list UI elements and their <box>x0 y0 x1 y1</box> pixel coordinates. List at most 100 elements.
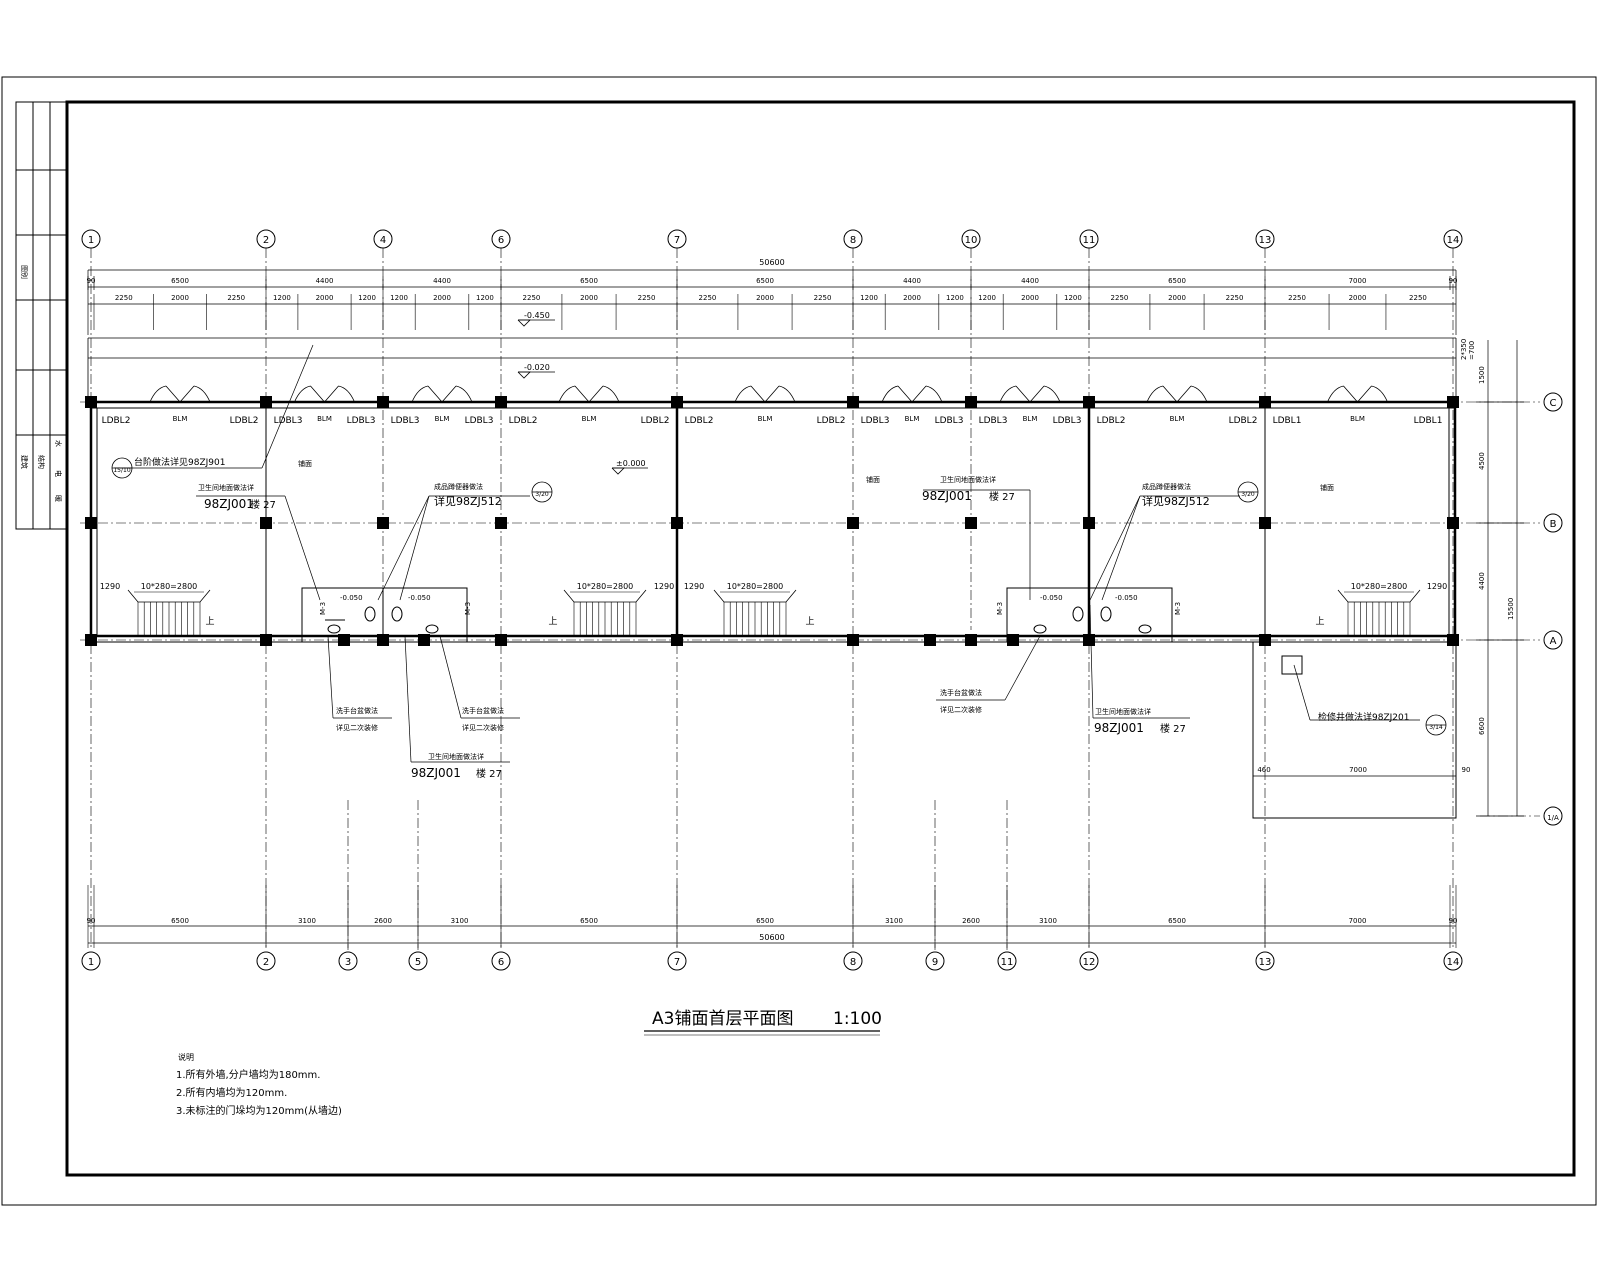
title-block-label-3: 结构 <box>37 455 46 469</box>
top-sub-dimension: 2000 <box>1349 294 1367 302</box>
top-sub-dimension: 2000 <box>580 294 598 302</box>
detail-mark-text-3: 3/20 <box>1241 491 1255 498</box>
axis-label: 1/A <box>1547 814 1559 822</box>
shaft-note: 检修井做法详98ZJ201 <box>1318 711 1409 723</box>
axis-bubble <box>256 951 276 971</box>
top-sub-dimension: 1200 <box>358 294 376 302</box>
window-label: LDBL2 <box>817 416 846 426</box>
note-2: 2.所有内墙均为120mm. <box>176 1086 287 1099</box>
axis-bubble <box>256 229 276 249</box>
top-sub-dimensions: 2250 2000 2250 1200 2000 1200 1200 2000 1200 2250… <box>93 294 1427 330</box>
top-bay-dimension: 7000 <box>1349 277 1367 285</box>
bottom-bay-dimension: 90 <box>1449 917 1458 925</box>
axis-label: 14 <box>1447 957 1460 968</box>
top-sub-dimension: 2250 <box>1226 294 1244 302</box>
stair-up-label: 上 <box>805 616 814 627</box>
axis-bubble <box>1079 951 1099 971</box>
top-sub-dimension: 2250 <box>814 294 832 302</box>
column <box>1083 396 1095 408</box>
axis-label: 1 <box>88 235 94 246</box>
top-bay-dimension: 4400 <box>316 277 334 285</box>
right-dimension-lines <box>1476 340 1524 817</box>
toilet-floor-ref-1: 98ZJ001 <box>204 497 254 511</box>
window-label: LDBL2 <box>230 416 259 426</box>
right-dim-1: 2*350 <box>1460 339 1468 360</box>
toilet-floor-ref-3b: 楼 27 <box>476 767 502 780</box>
door-label-1: M-3 <box>319 602 327 615</box>
note-3: 3.未标注的门垛均为120mm(从墙边) <box>176 1104 342 1117</box>
axis-label: 7 <box>674 235 680 246</box>
axis-label: 5 <box>415 957 421 968</box>
window-label: LDBL2 <box>1229 416 1258 426</box>
axis-bubble <box>667 951 687 971</box>
column <box>671 634 683 646</box>
window-label: LDBL2 <box>641 416 670 426</box>
window-label: LDBL3 <box>861 416 890 426</box>
axis-bubble <box>1543 806 1563 826</box>
top-sub-dimension: 1200 <box>946 294 964 302</box>
stair-dimension: 10*280=2800 <box>727 582 784 591</box>
window-label: BLM <box>317 415 332 423</box>
door-swing <box>881 385 913 403</box>
title-block-label-4: 水 <box>54 440 63 447</box>
top-sub-dimension: 2000 <box>171 294 189 302</box>
annex-dim-3: 90 <box>1462 766 1471 774</box>
drawing-title: A3铺面首层平面图 <box>652 1009 793 1029</box>
top-sub-dimension: 2250 <box>227 294 245 302</box>
top-total-dimension: 50600 <box>759 258 784 267</box>
bottom-bay-dimension: 6500 <box>580 917 598 925</box>
top-bay-dimension: 6500 <box>171 277 189 285</box>
door-label-4: M-3 <box>1174 602 1182 615</box>
axis-label: 4 <box>380 235 386 246</box>
top-sub-dimension: 1200 <box>273 294 291 302</box>
axis-bubble <box>1543 392 1563 412</box>
column <box>671 517 683 529</box>
top-sub-dimension: 1200 <box>390 294 408 302</box>
door-swing <box>1029 385 1061 403</box>
top-sub-dimension: 1200 <box>1064 294 1082 302</box>
stair-landing-dimension: 1290 <box>684 582 704 591</box>
toilet-floor-ref-2: 98ZJ001 <box>922 489 972 503</box>
right-dim-4: 4500 <box>1478 452 1486 470</box>
level-minus-0020: -0.020 <box>524 363 550 372</box>
title-block-label-5: 电 <box>54 470 63 477</box>
axis-label: 9 <box>932 957 938 968</box>
top-sub-dimension: 2250 <box>115 294 133 302</box>
top-bay-dimension: 4400 <box>903 277 921 285</box>
top-sub-dimension: 1200 <box>978 294 996 302</box>
axis-label: B <box>1550 519 1557 530</box>
axis-label: 13 <box>1259 235 1272 246</box>
column <box>418 634 430 646</box>
door-swing <box>911 385 943 403</box>
column <box>1447 517 1459 529</box>
stair-landing-dimension: 1290 <box>1427 582 1447 591</box>
window-label: LDBL2 <box>102 416 131 426</box>
axis-bubble <box>1443 229 1463 249</box>
basin-note-2: 洗手台盆做法 <box>462 706 504 715</box>
stair-landing-dimension: 1290 <box>654 582 674 591</box>
door-swing <box>1176 385 1208 403</box>
column <box>924 634 936 646</box>
top-bay-dimension: 90 <box>87 277 96 285</box>
notes-heading: 说明 <box>178 1052 194 1062</box>
door-label-2: M-3 <box>464 602 472 615</box>
note-1: 1.所有外墙,分户墙均为180mm. <box>176 1068 320 1081</box>
leader-lines <box>115 344 1420 763</box>
axis-label: 14 <box>1447 235 1460 246</box>
top-sub-dimension: 2250 <box>523 294 541 302</box>
window-label: BLM <box>435 415 450 423</box>
door-swing <box>1146 385 1178 403</box>
top-bay-dimension: 4400 <box>433 277 451 285</box>
door-swing <box>411 385 443 403</box>
toilet-floor-note-3: 卫生间地面做法详 <box>428 752 484 761</box>
column <box>260 517 272 529</box>
window-label: BLM <box>758 415 773 423</box>
column <box>965 634 977 646</box>
basin-ref-3: 详见二次装修 <box>940 705 982 714</box>
bottom-bay-dimension: 3100 <box>451 917 469 925</box>
grid-lines <box>80 248 1540 950</box>
window-label: BLM <box>173 415 188 423</box>
